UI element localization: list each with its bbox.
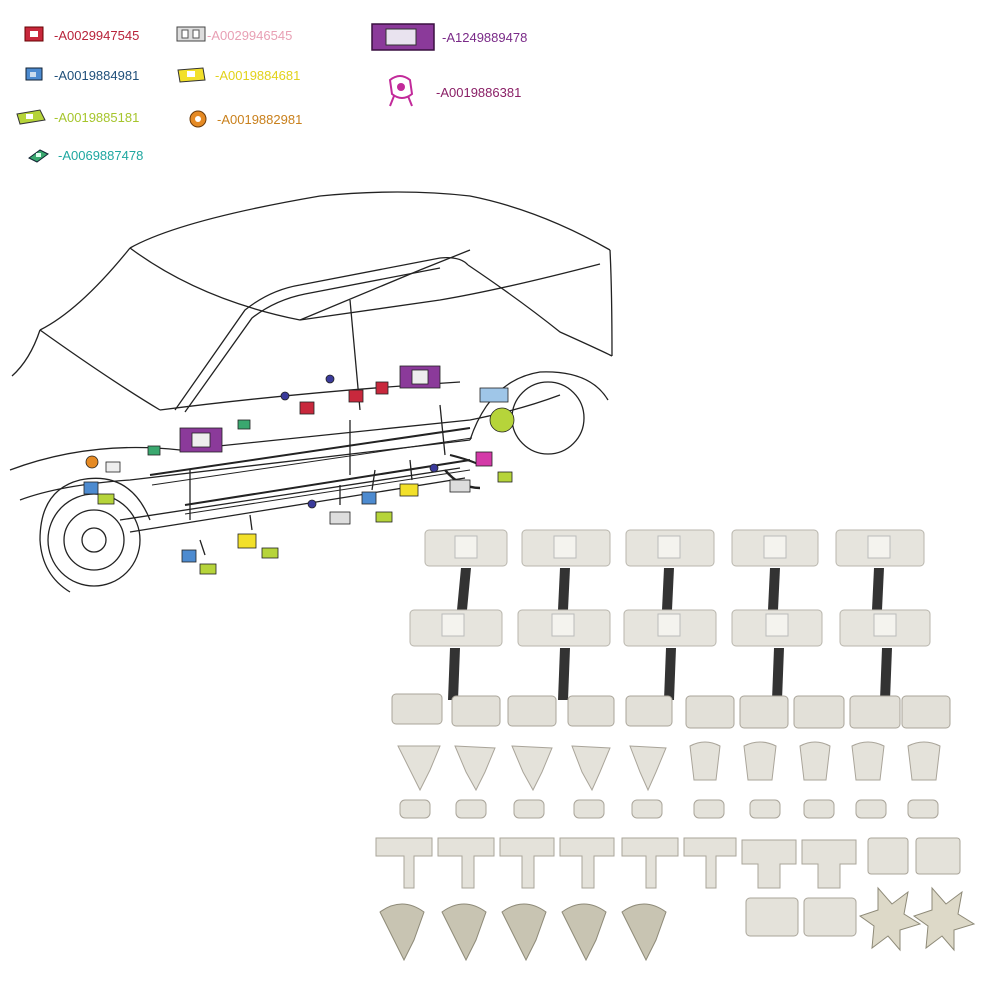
legend-item-a0069887478: -A0069887478 [26,144,143,166]
blue-clip-icon [361,491,377,505]
part-number-label: -A0029947545 [54,27,140,43]
grey-clip-icon [449,479,471,493]
star-clip-row-7 [858,886,976,952]
blue-clip-icon [83,481,99,495]
red-clip-icon [375,381,389,395]
blue-clip-icon [479,387,509,403]
green-clip-icon [497,471,513,483]
grey-clip-icon [175,24,206,46]
part-number-label: -A0019886381 [436,84,522,100]
green-clip-icon [261,547,279,559]
teal-clip-icon [26,144,52,166]
orange-grommet-icon [85,455,99,469]
legend-item-a1249889478: -A1249889478 [370,20,527,54]
green-clip-icon [14,106,48,128]
part-number-label: -A0019885181 [54,109,140,125]
red-clip-icon [299,401,315,415]
green-clip-icon [489,407,515,433]
teal-clip-icon [147,445,161,456]
teal-clip-icon [237,419,251,430]
magenta-clip-icon [380,72,430,112]
grey-clip-icon [329,511,351,525]
red-clip-icon [348,389,364,403]
yellow-clip-icon [175,64,209,86]
grey-clip-icon [105,461,121,473]
blue-clip-icon [22,64,48,86]
part-number-label: -A0019884981 [54,67,140,83]
blue-clip-icon [181,549,197,563]
part-number-label: -A0029946545 [207,27,293,43]
bracket-inner [411,369,429,385]
legend-item-a0019882981: -A0019882981 [185,108,302,130]
grommet-row-7 [379,903,667,962]
large-clip-row-1 [424,529,925,610]
retainer-row-7 [745,897,857,937]
red-clip-icon [22,24,48,46]
legend-item-a0029946545: -A0029946545 [175,24,292,46]
screw-icon [307,499,317,509]
t-clip-row-6 [375,837,961,889]
large-clip-row-2 [409,609,931,700]
screw-icon [325,374,335,384]
part-number-label: -A1249889478 [442,29,528,45]
legend-item-a0019884681: -A0019884681 [175,64,300,86]
yellow-clip-icon [399,483,419,497]
part-number-label: -A0019884681 [215,67,301,83]
part-number-label: -A0019882981 [217,111,303,127]
magenta-clip-icon [475,451,493,467]
legend-item-a0019884981: -A0019884981 [22,64,139,86]
legend-item-a0029947545: -A0029947545 [22,24,139,46]
small-clip-row-3 [391,693,951,729]
yellow-clip-icon [237,533,257,549]
orange-grommet-icon [185,108,211,130]
green-clip-icon [375,511,393,523]
screw-icon [429,463,439,473]
washer-row-5 [399,799,939,819]
bracket-inner [191,432,211,448]
pointed-clip-row-4 [397,741,941,792]
legend-item-a0019885181: -A0019885181 [14,106,139,128]
screw-icon [280,391,290,401]
legend-item-a0019886381: -A0019886381 [380,72,521,112]
car-outline [9,191,613,593]
clips-photo [375,529,976,962]
part-number-label: -A0069887478 [58,147,144,163]
green-clip-icon [97,493,115,505]
part-markers [83,365,515,575]
purple-bracket-icon [370,20,436,54]
green-clip-icon [199,563,217,575]
